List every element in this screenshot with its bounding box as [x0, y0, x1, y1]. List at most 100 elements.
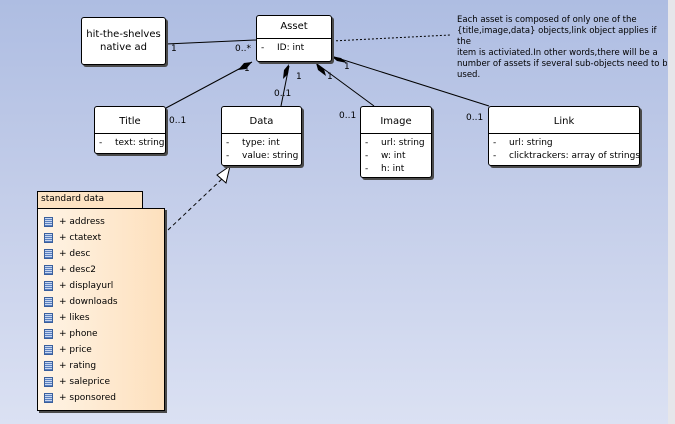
attr-text: url: string — [381, 138, 425, 148]
attr-text: h: int — [381, 164, 405, 174]
link-attr-clicktrackers: - clicktrackers: array of strings — [493, 150, 640, 163]
composition-diamond-image — [316, 63, 326, 76]
link-attr-url: - url: string — [493, 137, 635, 150]
item-label: + saleprice — [59, 377, 111, 387]
native-ad-line2: native ad — [100, 42, 147, 53]
asset-class-name: Asset — [257, 16, 331, 39]
note-line: {title,image,data} objects,link object a… — [457, 26, 657, 47]
attr-text: value: string — [242, 151, 299, 161]
mult-link-end: 0..1 — [466, 113, 484, 123]
mult-data-end: 0..1 — [274, 89, 292, 99]
composition-note[interactable]: Each asset is composed of only one of th… — [457, 15, 667, 81]
attr-text: clicktrackers: array of strings — [509, 151, 641, 161]
item-label: + sponsored — [59, 393, 116, 403]
visibility-marker: - — [226, 151, 230, 161]
link-attributes: - url: string - clicktrackers: array of … — [489, 134, 640, 166]
generalization-arrowhead — [216, 164, 231, 184]
note-line: item is activiated.In other words,there … — [457, 48, 658, 58]
item-label: + phone — [59, 329, 98, 339]
package-item: + desc2 — [44, 262, 158, 278]
data-class-name: Data — [222, 107, 301, 134]
visibility-marker: - — [493, 151, 497, 161]
data-class[interactable]: Data - type: int - value: string — [221, 106, 302, 166]
mult-title-asset: 1 — [244, 64, 250, 74]
attribute-icon — [44, 329, 53, 339]
package-item: + rating — [44, 358, 158, 374]
vertical-scrollbar[interactable] — [668, 0, 675, 424]
mult-image-end: 0..1 — [339, 111, 357, 121]
native-ad-class[interactable]: hit-the-shelves native ad — [81, 17, 166, 65]
native-ad-line1: hit-the-shelves — [86, 29, 161, 40]
attr-text: type: int — [242, 138, 280, 148]
visibility-marker: - — [226, 138, 230, 148]
visibility-marker: - — [99, 138, 103, 148]
asset-attr-id: - ID: int — [261, 42, 327, 55]
composition-diamond-title — [238, 62, 252, 70]
image-class[interactable]: Image - url: string - w: int - h: int — [360, 106, 432, 178]
title-attributes: - text: string — [95, 134, 165, 153]
mult-ad-end: 1 — [171, 44, 177, 54]
attr-text: text: string — [115, 138, 165, 148]
item-label: + desc — [59, 249, 91, 259]
visibility-marker: - — [365, 151, 369, 161]
attribute-icon — [44, 265, 53, 275]
composition-asset-title — [165, 61, 253, 109]
mult-data-asset: 1 — [296, 72, 302, 82]
package-item: + phone — [44, 326, 158, 342]
note-line: Each asset is composed of only one of th… — [457, 15, 637, 25]
asset-attributes: - ID: int — [257, 39, 331, 58]
attribute-icon — [44, 313, 53, 323]
link-class[interactable]: Link - url: string - clicktrackers: arra… — [488, 106, 640, 166]
package-item: + ctatext — [44, 230, 158, 246]
visibility-marker: - — [365, 164, 369, 174]
link-class-name: Link — [489, 107, 639, 134]
visibility-marker: - — [365, 138, 369, 148]
attr-text: w: int — [381, 151, 406, 161]
item-label: + likes — [59, 313, 90, 323]
attribute-icon — [44, 377, 53, 387]
composition-diamond-link — [331, 56, 347, 63]
visibility-marker: - — [493, 138, 497, 148]
item-label: + desc2 — [59, 265, 97, 275]
asset-class[interactable]: Asset - ID: int — [256, 15, 332, 62]
generalization-standarddata-data — [167, 176, 225, 231]
package-tab: standard data — [37, 191, 143, 208]
composition-diamond-data — [283, 64, 289, 79]
image-attr-w: - w: int — [365, 150, 427, 163]
package-item: + sponsored — [44, 390, 158, 406]
attribute-icon — [44, 281, 53, 291]
attr-text: ID: int — [277, 43, 305, 53]
composition-asset-link — [330, 55, 490, 107]
item-label: + rating — [59, 361, 97, 371]
item-label: + displayurl — [59, 281, 114, 291]
item-label: + price — [59, 345, 92, 355]
attr-text: url: string — [509, 138, 553, 148]
title-class-name: Title — [95, 107, 165, 134]
data-attr-value: - value: string — [226, 150, 299, 163]
attribute-icon — [44, 233, 53, 243]
attribute-icon — [44, 393, 53, 403]
title-attr-text: - text: string — [99, 137, 165, 150]
package-item: + saleprice — [44, 374, 158, 390]
association-ad-asset — [165, 39, 257, 45]
mult-asset-ad-end: 0..* — [235, 44, 251, 54]
note-line: used. — [457, 70, 481, 80]
note-anchor — [331, 34, 451, 42]
mult-link-asset: 1 — [344, 62, 350, 72]
composition-asset-image — [316, 63, 375, 107]
image-attributes: - url: string - w: int - h: int — [361, 134, 431, 179]
attribute-icon — [44, 345, 53, 355]
attribute-icon — [44, 217, 53, 227]
visibility-marker: - — [261, 43, 265, 53]
standard-data-package[interactable]: standard data + address + ctatext + desc… — [37, 191, 165, 411]
item-label: + downloads — [59, 297, 118, 307]
item-label: + address — [59, 217, 105, 227]
title-class[interactable]: Title - text: string — [94, 106, 166, 154]
mult-title-end: 0..1 — [169, 116, 187, 126]
data-attr-type: - type: int — [226, 137, 297, 150]
data-attributes: - type: int - value: string — [222, 134, 301, 166]
package-item: + likes — [44, 310, 158, 326]
package-item: + address — [44, 214, 158, 230]
image-attr-url: - url: string — [365, 137, 427, 150]
package-item: + price — [44, 342, 158, 358]
